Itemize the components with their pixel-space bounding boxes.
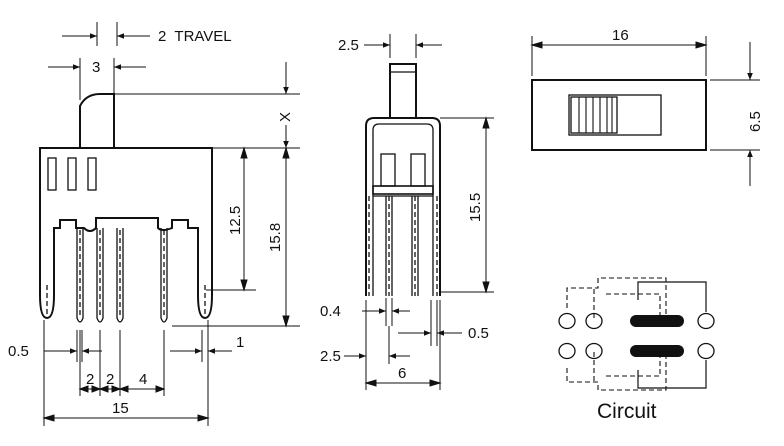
dim-2a: 2 — [86, 371, 94, 388]
top-dimensions — [530, 36, 760, 186]
top-view — [531, 79, 707, 151]
circuit-label: Circuit — [597, 400, 657, 423]
front-view — [39, 93, 213, 323]
dim-0-5-side: 0.5 — [468, 325, 489, 342]
travel-label: 2 TRAVEL — [158, 28, 232, 45]
circuit-diagram — [558, 277, 715, 391]
dim-x: X — [277, 112, 294, 122]
dim-0-5-front: 0.5 — [8, 343, 29, 360]
dim-0-4: 0.4 — [320, 303, 341, 320]
side-dimensions — [344, 34, 494, 390]
dim-6-5: 6.5 — [747, 111, 764, 132]
dim-12-5: 12.5 — [227, 206, 244, 235]
dim-1: 1 — [236, 334, 244, 351]
dim-6: 6 — [398, 365, 406, 382]
dim-4: 4 — [139, 371, 147, 388]
dim-15-8: 15.8 — [267, 223, 284, 252]
dim-2-5-bottom: 2.5 — [320, 348, 341, 365]
dim-2b: 2 — [106, 371, 114, 388]
side-view — [365, 63, 441, 296]
dim-2-5-top: 2.5 — [338, 37, 359, 54]
dim-16: 16 — [612, 27, 629, 44]
front-dimensions — [42, 22, 300, 426]
dim-15-5: 15.5 — [467, 193, 484, 222]
dim-15: 15 — [112, 400, 129, 417]
dim-3: 3 — [92, 59, 100, 76]
